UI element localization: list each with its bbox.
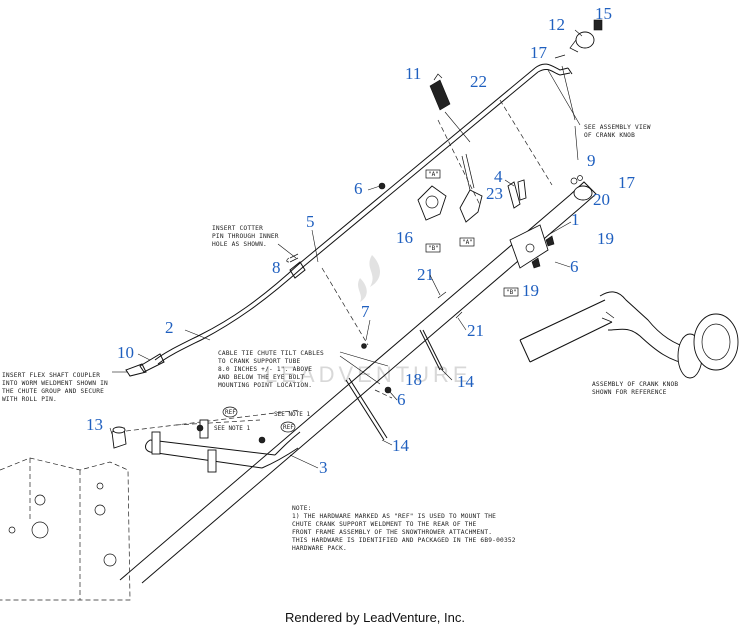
crank-handle xyxy=(429,73,471,143)
callout-17: 17 xyxy=(618,173,636,192)
note-line: WITH ROLL PIN. xyxy=(2,396,57,403)
note-line: ASSEMBLY OF CRANK KNOB xyxy=(592,381,678,388)
crank-knob xyxy=(547,19,603,126)
callout-7: 7 xyxy=(361,302,370,321)
ref-hardware: REF REF SEE NOTE 1 SEE NOTE 1 xyxy=(196,406,311,444)
callout-20: 20 xyxy=(593,190,610,209)
callout-13: 13 xyxy=(86,415,103,434)
callout-10: 10 xyxy=(117,343,134,362)
ref-tag-1: REF xyxy=(225,409,236,416)
note-line: FRONT FRAME ASSEMBLY OF THE SNOWTHROWER … xyxy=(292,529,492,536)
upper-fittings xyxy=(507,175,583,269)
crank-knob-reference-view xyxy=(519,291,739,379)
callout-6: 6 xyxy=(354,179,363,198)
note-line: SEE ASSEMBLY VIEW xyxy=(584,124,651,131)
see-note-label-1: SEE NOTE 1 xyxy=(214,425,251,432)
callout-15: 15 xyxy=(595,4,612,23)
view-tag-a2: "A" xyxy=(462,239,473,246)
see-note-label-2: SEE NOTE 1 xyxy=(274,411,311,418)
view-tag-b2: "B" xyxy=(506,289,517,296)
note-crank-knob-view: SEE ASSEMBLY VIEW OF CRANK KNOB xyxy=(584,124,651,139)
note-cable-tie: CABLE TIE CHUTE TILT CABLES TO CRANK SUP… xyxy=(218,350,389,389)
note-line: PIN THROUGH INNER xyxy=(212,233,279,240)
crank-support-tube xyxy=(119,181,597,584)
note-line: MOUNTING POINT LOCATION. xyxy=(218,382,312,389)
footer-credit: Rendered by LeadVenture, Inc. xyxy=(285,610,465,625)
callout-17: 17 xyxy=(530,43,548,62)
assembly-lines xyxy=(117,99,553,433)
callout-21: 21 xyxy=(417,265,434,284)
chute-bracket xyxy=(417,153,483,223)
note-line: 8.0 INCHES +/- 1". ABOVE xyxy=(218,366,312,373)
note-flex-shaft: INSERT FLEX SHAFT COUPLER INTO WORM WELD… xyxy=(2,371,128,403)
note-line: THIS HARDWARE IS IDENTIFIED AND PACKAGED… xyxy=(292,537,516,544)
note-line: INTO WORM WELDMENT SHOWN IN xyxy=(2,380,108,387)
note-line: INSERT FLEX SHAFT COUPLER xyxy=(2,372,100,379)
tilt-cables xyxy=(345,182,463,441)
callout-9: 9 xyxy=(587,151,596,170)
callout-numbers: 1 2 3 4 5 6 6 6 7 8 9 10 11 12 13 14 14 … xyxy=(86,4,636,477)
note-line: HARDWARE PACK. xyxy=(292,545,347,552)
callout-6: 6 xyxy=(570,257,579,276)
note-assembly-reference: ASSEMBLY OF CRANK KNOB SHOWN FOR REFEREN… xyxy=(592,381,678,396)
crank-rod xyxy=(299,63,573,268)
callout-6: 6 xyxy=(397,390,406,409)
callout-8: 8 xyxy=(272,258,281,277)
note-cotter-pin: INSERT COTTER PIN THROUGH INNER HOLE AS … xyxy=(212,225,297,259)
callout-23: 23 xyxy=(486,184,503,203)
callout-5: 5 xyxy=(306,212,315,231)
callout-18: 18 xyxy=(405,370,422,389)
note-line: NOTE: xyxy=(292,505,312,512)
note-line: OF CRANK KNOB xyxy=(584,132,635,139)
callout-1: 1 xyxy=(571,210,580,229)
note-line: CHUTE CRANK SUPPORT WELDMENT TO THE REAR… xyxy=(292,521,477,528)
cotter-pin xyxy=(286,253,299,263)
note-line: SHOWN FOR REFERENCE xyxy=(592,389,667,396)
note-line: 1) THE HARDWARE MARKED AS "REF" IS USED … xyxy=(292,513,496,520)
callout-4: 4 xyxy=(494,167,503,186)
bushing xyxy=(111,426,127,449)
callout-21: 21 xyxy=(467,321,484,340)
callout-11: 11 xyxy=(405,64,421,83)
flex-shaft xyxy=(125,261,306,377)
ref-tag-2: REF xyxy=(283,424,294,431)
callout-leaders xyxy=(109,29,583,469)
view-tag-b1: "B" xyxy=(428,245,439,252)
callout-12: 12 xyxy=(548,15,565,34)
callout-14: 14 xyxy=(392,436,410,455)
callout-16: 16 xyxy=(396,228,413,247)
callout-3: 3 xyxy=(319,458,328,477)
note-line: CABLE TIE CHUTE TILT CABLES xyxy=(218,350,324,357)
callout-22: 22 xyxy=(470,72,487,91)
front-frame xyxy=(0,419,301,601)
callout-19: 19 xyxy=(522,281,539,300)
note-line: INSERT COTTER xyxy=(212,225,263,232)
note-line: HOLE AS SHOWN. xyxy=(212,241,267,248)
view-tags: "A" "B" "A" "B" xyxy=(425,169,519,297)
note-hardware: NOTE: 1) THE HARDWARE MARKED AS "REF" IS… xyxy=(292,505,516,552)
note-line: AND BELOW THE EYE BOLT xyxy=(218,374,304,381)
callout-19: 19 xyxy=(597,229,614,248)
callout-2: 2 xyxy=(165,318,174,337)
view-tag-a1: "A" xyxy=(428,171,439,178)
callout-14: 14 xyxy=(457,372,475,391)
note-line: THE CHUTE GROUP AND SECURE xyxy=(2,388,104,395)
note-line: TO CRANK SUPPORT TUBE xyxy=(218,358,301,365)
